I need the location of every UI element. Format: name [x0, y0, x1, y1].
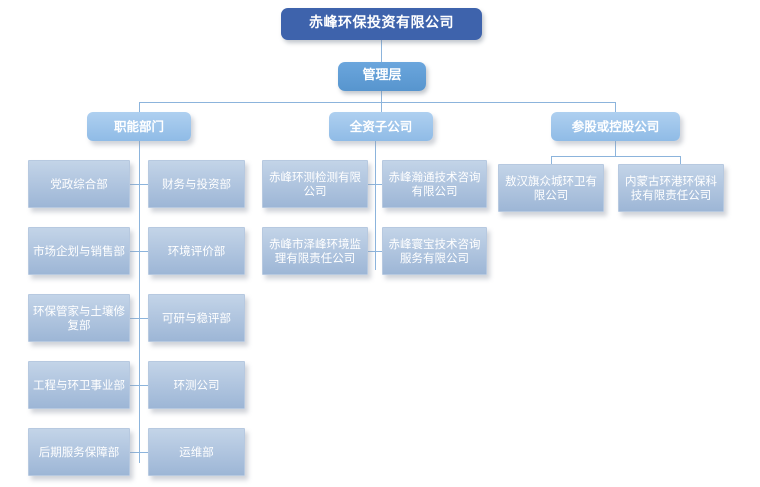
node-dept-finance-investment[interactable]: 财务与投资部 — [148, 160, 245, 208]
connector-branch-2-spine — [375, 141, 376, 270]
node-subsidiary-hantong-consulting[interactable]: 赤峰瀚通技术咨询有限公司 — [382, 160, 487, 208]
node-holding-inner-mongolia-huangang-eco-tech[interactable]: 内蒙古环港环保科技有限责任公司 — [618, 164, 724, 212]
connector-branch-1-row-1 — [129, 184, 149, 185]
connector-branch-1-row-3 — [129, 318, 149, 319]
connector-branch-1-row-5 — [129, 452, 149, 453]
connector-branch-1-spine — [139, 141, 140, 463]
node-dept-operations-maintenance[interactable]: 运维部 — [148, 428, 245, 476]
connector-branch-1-row-2 — [129, 251, 149, 252]
connector-branch-1-row-4 — [129, 385, 149, 386]
connector-root-to-management — [381, 40, 382, 62]
node-dept-engineering-sanitation[interactable]: 工程与环卫事业部 — [28, 361, 130, 409]
connector-branch-2-row-2 — [365, 251, 385, 252]
node-holding-aohanqi-zhongcheng-sanitation[interactable]: 敖汉旗众城环卫有限公司 — [498, 164, 604, 212]
node-management-layer[interactable]: 管理层 — [338, 62, 426, 91]
node-dept-environmental-assessment[interactable]: 环境评价部 — [148, 227, 245, 275]
node-branch-equity-or-holding-companies[interactable]: 参股或控股公司 — [551, 112, 680, 141]
connector-bus-to-branch-3 — [615, 102, 616, 112]
node-dept-after-sales-support[interactable]: 后期服务保障部 — [28, 428, 130, 476]
connector-branch-3-drop — [615, 141, 616, 156]
node-dept-party-admin[interactable]: 党政综合部 — [28, 160, 130, 208]
connector-bus-to-branch-1 — [139, 102, 140, 112]
node-dept-environmental-monitoring-company[interactable]: 环测公司 — [148, 361, 245, 409]
connector-branch-3-to-child-2 — [680, 156, 681, 164]
node-dept-feasibility-stability-assessment[interactable]: 可研与稳评部 — [148, 294, 245, 342]
node-dept-eco-steward-soil-remediation[interactable]: 环保管家与土壤修复部 — [28, 294, 130, 342]
connector-branch-bus — [139, 102, 616, 103]
connector-management-drop — [381, 91, 382, 102]
node-subsidiary-zefeng-environmental-supervision[interactable]: 赤峰市泽峰环境监理有限责任公司 — [262, 227, 368, 275]
connector-branch-2-row-1 — [365, 184, 385, 185]
node-subsidiary-huance-testing[interactable]: 赤峰环测检测有限公司 — [262, 160, 368, 208]
node-branch-wholly-owned-subsidiaries[interactable]: 全资子公司 — [329, 112, 433, 141]
node-branch-functional-departments[interactable]: 职能部门 — [87, 112, 191, 141]
connector-branch-3-to-child-1 — [551, 156, 552, 164]
connector-branch-3-bar — [551, 156, 680, 157]
connector-bus-to-branch-2 — [381, 102, 382, 112]
node-root-company[interactable]: 赤峰环保投资有限公司 — [281, 8, 482, 40]
node-dept-marketing-sales[interactable]: 市场企划与销售部 — [28, 227, 130, 275]
node-subsidiary-huanbao-consulting-service[interactable]: 赤峰寰宝技术咨询服务有限公司 — [382, 227, 487, 275]
